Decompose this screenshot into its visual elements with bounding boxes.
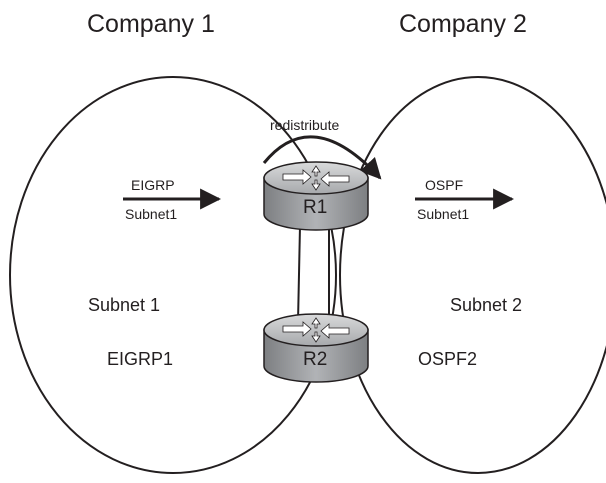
router-r2: [263, 313, 369, 383]
left-flow-subnet: Subnet1: [125, 206, 178, 222]
router-links: [297, 225, 330, 323]
router-r1: [263, 161, 369, 231]
right-flow-protocol: OSPF: [425, 177, 464, 193]
router-r1-label: R1: [303, 197, 328, 218]
right-flow-subnet: Subnet1: [417, 206, 470, 222]
router-r2-label: R2: [303, 349, 328, 370]
company-1-subnet: Subnet 1: [88, 295, 161, 315]
company-1-ellipse: [9, 76, 337, 474]
company-2-ellipse: [339, 76, 606, 474]
left-flow-protocol: EIGRP: [131, 177, 175, 193]
redistribute-arrow: [262, 135, 382, 180]
company-1-title: Company 1: [87, 10, 215, 38]
redistribute-label: redistribute: [270, 117, 340, 133]
company-2-title: Company 2: [399, 10, 527, 38]
router-r2-arrows-icon: [282, 317, 350, 343]
company-1-process: EIGRP1: [107, 349, 174, 369]
router-r1-arrows-icon: [282, 165, 350, 191]
company-2-process: OSPF2: [418, 349, 478, 369]
company-2-subnet: Subnet 2: [450, 295, 523, 315]
